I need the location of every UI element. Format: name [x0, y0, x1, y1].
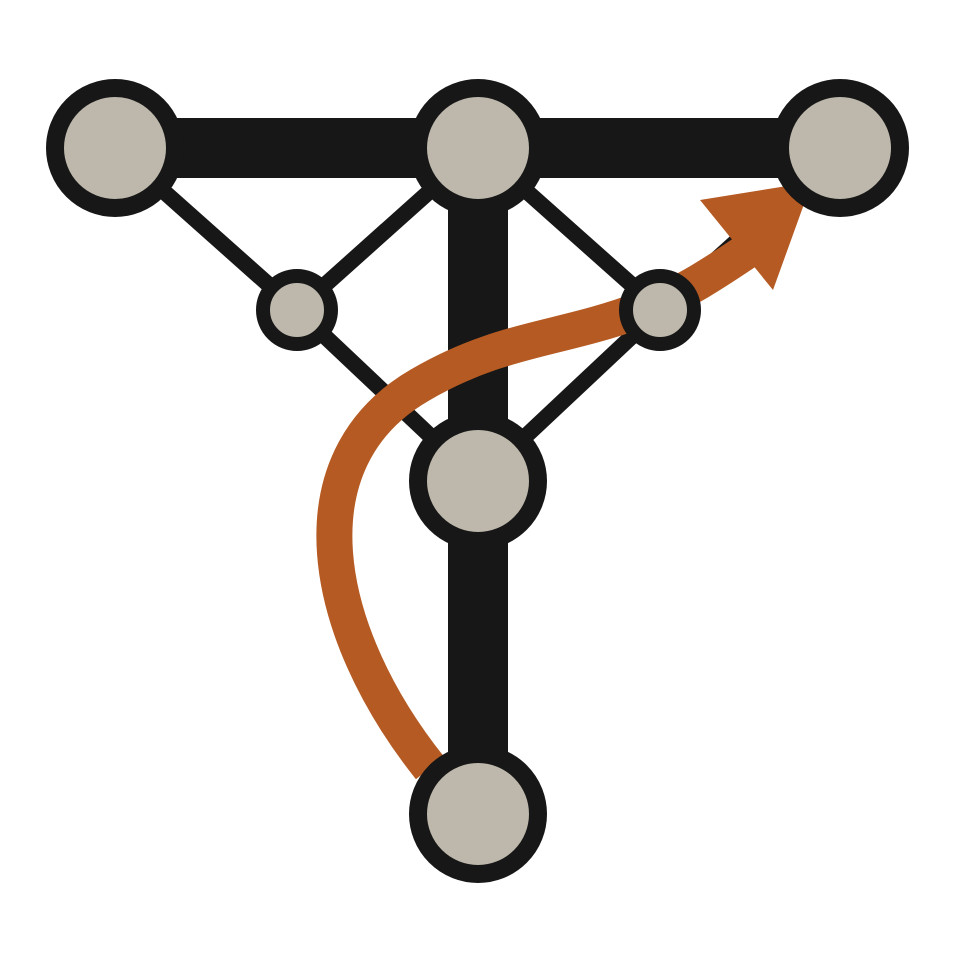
node-small-left: [256, 269, 338, 351]
route-arrow-head: [700, 182, 812, 290]
nodes: [46, 79, 909, 883]
node-top-center: [409, 79, 547, 217]
node-small-right: [619, 269, 701, 351]
route-arrow: [316, 182, 812, 780]
node-bottom: [409, 745, 547, 883]
node-top-right: [771, 79, 909, 217]
route-arrow-curve: [316, 217, 785, 780]
node-top-left: [46, 79, 184, 217]
node-middle: [409, 412, 547, 550]
